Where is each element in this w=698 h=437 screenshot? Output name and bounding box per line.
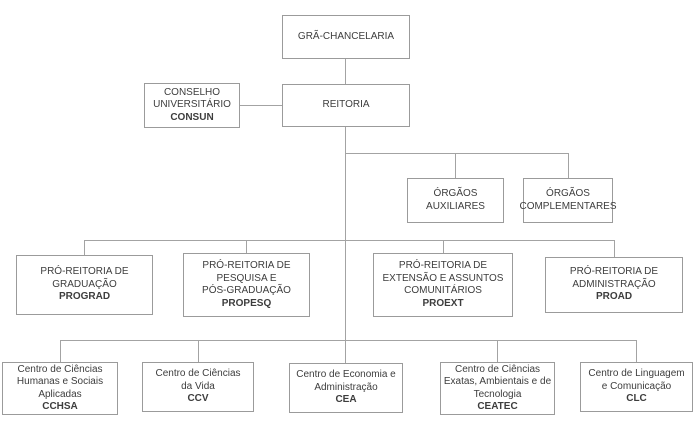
node-label: Centro de Economia e (296, 369, 396, 381)
connector-line (497, 340, 498, 362)
node-acronym: CEATEC (477, 401, 518, 412)
node-acronym: PROPESQ (221, 297, 272, 309)
org-node-ccv: Centro de Ciências da Vida CCV (142, 362, 254, 412)
node-label: Centro de Linguagem (588, 368, 685, 380)
node-label: Aplicadas (38, 388, 82, 400)
connector-line (84, 240, 85, 255)
connector-line (345, 59, 346, 84)
node-label: REITORIA (322, 99, 370, 111)
node-acronym: CCHSA (42, 401, 78, 412)
node-label: Centro de Ciências (17, 363, 103, 375)
node-label: PRÓ-REITORIA DE (569, 266, 659, 278)
connector-line (345, 153, 568, 154)
org-node-proext: PRÓ-REITORIA DE EXTENSÃO E ASSUNTOS COMU… (373, 253, 513, 317)
node-label: PRÓ-REITORIA DE (202, 260, 291, 271)
connector-line (614, 240, 615, 257)
node-acronym: CLC (626, 393, 647, 405)
connector-line (345, 127, 346, 363)
node-label: PESQUISA E (216, 272, 277, 284)
node-label: Centro de Ciências (155, 368, 241, 380)
org-node-gra-chancelaria: GRÃ-CHANCELARIA (282, 15, 410, 59)
node-label: ADMINISTRAÇÃO (572, 278, 656, 290)
node-label: Centro de Ciências (454, 363, 541, 375)
node-label: PRÓ-REITORIA DE (40, 266, 129, 278)
node-label: Tecnologia (473, 388, 522, 400)
org-node-consun: CONSELHO UNIVERSITÁRIO CONSUN (144, 83, 240, 128)
node-label: GRÃ-CHANCELARIA (297, 30, 395, 42)
org-node-prograd: PRÓ-REITORIA DE GRADUAÇÃO PROGRAD (16, 255, 153, 315)
connector-line (60, 340, 61, 362)
node-label: ÓRGÃOS (546, 188, 590, 199)
org-node-ceatec: Centro de Ciências Exatas, Ambientais e … (440, 362, 555, 415)
node-label: CONSELHO (163, 86, 221, 98)
node-label: Humanas e Sociais (16, 376, 104, 387)
org-node-reitoria: REITORIA (282, 84, 410, 127)
org-node-clc: Centro de Linguagem e Comunicação CLC (580, 362, 693, 412)
node-acronym: CONSUN (170, 111, 214, 123)
org-node-orgaos-auxiliares: ÓRGÃOS AUXILIARES (407, 178, 504, 223)
node-acronym: PROGRAD (58, 291, 111, 303)
node-acronym: CCV (187, 393, 209, 405)
node-label: e Comunicação (601, 380, 672, 392)
node-label: UNIVERSITÁRIO (153, 99, 231, 111)
node-label: COMPLEMENTARES (519, 200, 617, 212)
node-acronym: CEA (335, 394, 357, 406)
org-node-cchsa: Centro de Ciências Humanas e Sociais Apl… (2, 362, 118, 415)
node-label: PRÓ-REITORIA DE (398, 260, 488, 271)
connector-line (240, 105, 282, 106)
node-label: Exatas, Ambientais e de (443, 376, 552, 387)
org-node-cea: Centro de Economia e Administração CEA (289, 363, 403, 413)
node-acronym: PROAD (595, 291, 633, 303)
node-label: PÓS-GRADUAÇÃO (202, 285, 291, 296)
node-label: ÓRGÃOS (433, 188, 478, 199)
node-label: GRADUAÇÃO (52, 278, 117, 290)
connector-line (198, 340, 199, 362)
connector-line (568, 153, 569, 178)
node-label: da Vida (181, 380, 215, 392)
connector-line (60, 340, 637, 341)
org-node-proad: PRÓ-REITORIA DE ADMINISTRAÇÃO PROAD (545, 257, 683, 313)
connector-line (84, 240, 615, 241)
connector-line (636, 340, 637, 362)
node-label: COMUNITÁRIOS (404, 285, 482, 296)
connector-line (455, 153, 456, 178)
node-label: EXTENSÃO E ASSUNTOS (382, 272, 504, 284)
org-node-orgaos-complementares: ÓRGÃOS COMPLEMENTARES (519, 178, 617, 223)
node-acronym: PROEXT (422, 297, 464, 309)
org-node-propesq: PRÓ-REITORIA DE PESQUISA E PÓS-GRADUAÇÃO… (183, 253, 310, 317)
node-label: Administração (314, 381, 378, 393)
node-label: AUXILIARES (426, 200, 485, 212)
connector-line (246, 240, 247, 253)
connector-line (443, 240, 444, 253)
